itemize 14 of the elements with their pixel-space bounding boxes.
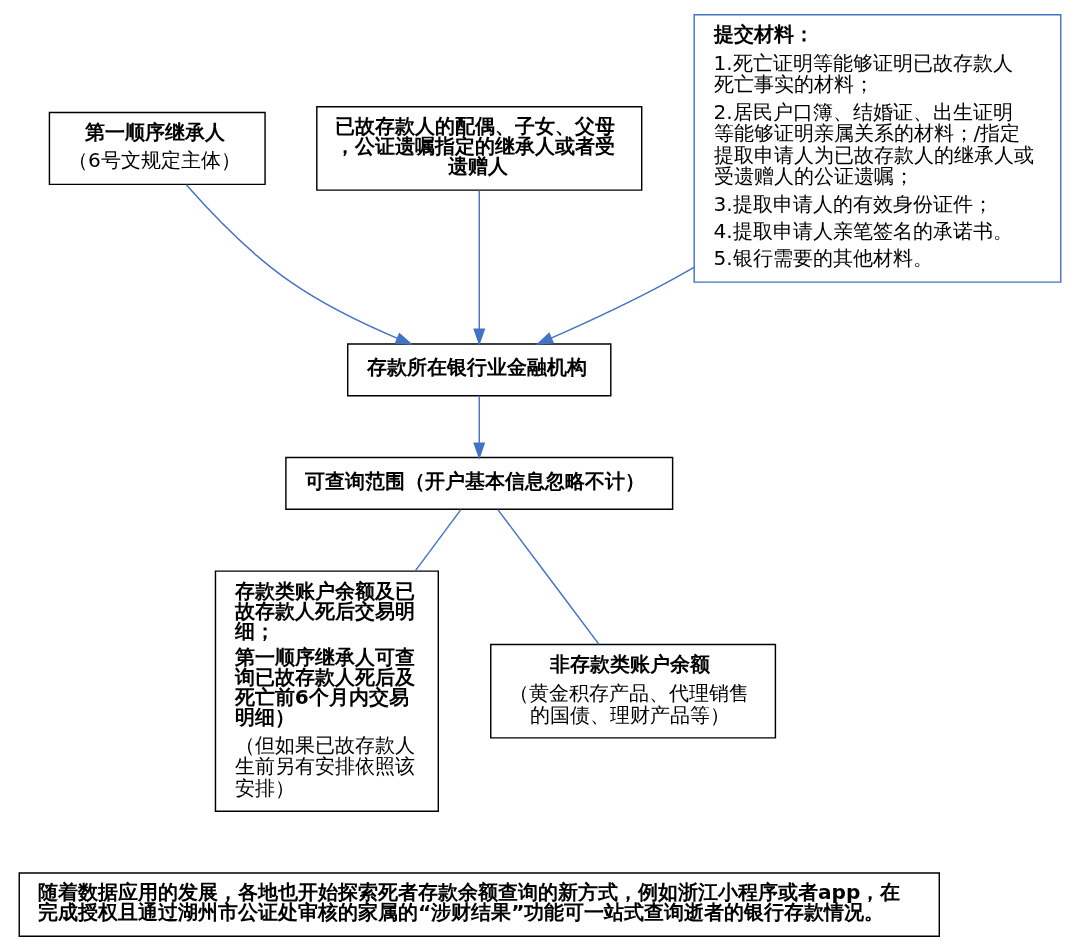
- arrow: [473, 394, 486, 460]
- node-box: 可查询范围（开户基本信息忽略不计）: [285, 456, 674, 510]
- arrow: [185, 183, 413, 345]
- node-box: 第一顺序继承人 （6号文规定主体）: [48, 111, 266, 185]
- node-box: 随着数据应用的发展，各地也开始探索死者存款余额查询的新方式，例如浙江小程序或者app，在完成授权且通过湖州市公证处审核的家属的“涉财结果”功能可一站式查询逝者的银行存款情况。: [18, 871, 940, 937]
- arrow: [535, 266, 695, 345]
- node-box: 存款所在银行业金融机构: [347, 342, 612, 396]
- connector: [414, 508, 462, 572]
- arrow: [473, 189, 486, 346]
- node-box: 非存款类账户余额 （黄金积存产品、代理销售的国债、理财产品等）: [490, 643, 777, 739]
- node-box: 存款类账户余额及已故存款人死后交易明细； 第一顺序继承人可查询已故存款人死后及死亡前6个月内交易明细） （但如果已故存款人生前另有安排依照该安排）: [214, 569, 439, 812]
- connector: [497, 508, 600, 645]
- node-box: 提交材料： 1.死亡证明等能够证明已故存款人死亡事实的材料； 2.居民户口簿、结婚证、出生证明等能够证明亲属关系的材料；/指定提取申请人为已故存款人的继承人或受遗赠人的公证遗嘱； 3.提取申请人的有效身份证件； 4.提取申请人亲笔签名的承诺书。 5.银行需要的其他材料。: [693, 13, 1062, 283]
- node-box: 已故存款人的配偶、子女、父母，公证遗嘱指定的继承人或者受遗赠人: [316, 105, 643, 191]
